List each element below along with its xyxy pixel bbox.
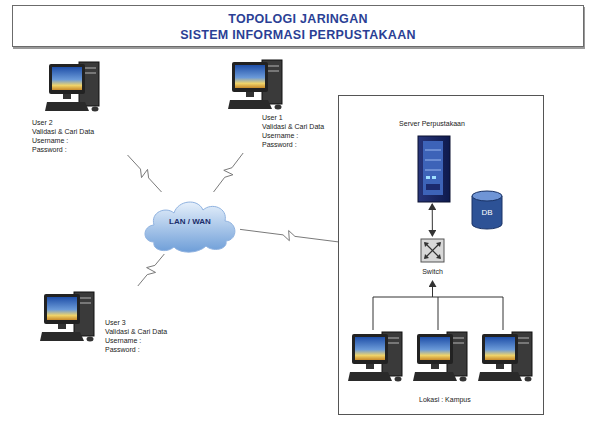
node-text: Lokasi : Kampus [419, 395, 471, 404]
computer-icon [228, 60, 282, 110]
node-text: Switch [415, 267, 450, 276]
title-box: TOPOLOGI JARINGANSISTEM INFORMASI PERPUS… [12, 5, 584, 47]
network-cloud: LAN / WAN [140, 192, 240, 254]
network-switch: Switch [415, 236, 450, 278]
data-arrow [432, 204, 433, 236]
node-text: Validasi & Cari Data [262, 122, 324, 131]
database-cylinder: DB [470, 190, 504, 230]
node-text: Server Perpustakaan [392, 119, 472, 128]
wireless-link [138, 254, 165, 286]
computer-icon [478, 332, 532, 382]
library-server: Server Perpustakaan [392, 116, 472, 204]
wireless-link [240, 229, 338, 241]
server-icon [418, 136, 450, 202]
node-text: User 3 [105, 318, 126, 327]
node-text: Username : [105, 336, 141, 345]
node-text: Password : [105, 345, 140, 354]
title-spacer [13, 6, 583, 11]
user-station: User 2Validasi & Cari DataUsername :Pass… [28, 58, 138, 155]
node-text: DB [470, 208, 504, 218]
node-text: Username : [262, 131, 298, 140]
node-text: Validasi & Cari Data [105, 327, 167, 336]
wireless-link [128, 155, 162, 192]
diagram-subtitle: SISTEM INFORMASI PERPUSTAKAAN [13, 27, 583, 43]
user-station: User 3Validasi & Cari DataUsername :Pass… [38, 286, 178, 358]
node-text: Username : [32, 136, 68, 145]
user-station: User 1Validasi & Cari DataUsername :Pass… [225, 56, 335, 153]
node-text: Password : [32, 145, 67, 154]
computer-icon [413, 332, 467, 382]
campus-wires [373, 281, 503, 330]
computer-icon [348, 332, 402, 382]
wireless-link [214, 153, 244, 192]
diagram-title: TOPOLOGI JARINGAN [13, 11, 583, 27]
computer-icon [40, 292, 94, 342]
campus-location: Lokasi : Kampus Server PerpustakaanDB Swit… [338, 95, 544, 415]
switch-icon [421, 239, 444, 262]
node-text: Password : [262, 140, 297, 149]
computer-icon [45, 62, 99, 112]
node-text: User 2 [32, 118, 53, 127]
node-text: Validasi & Cari Data [32, 127, 94, 136]
node-text: User 1 [262, 113, 283, 122]
node-text: LAN / WAN [140, 217, 240, 227]
